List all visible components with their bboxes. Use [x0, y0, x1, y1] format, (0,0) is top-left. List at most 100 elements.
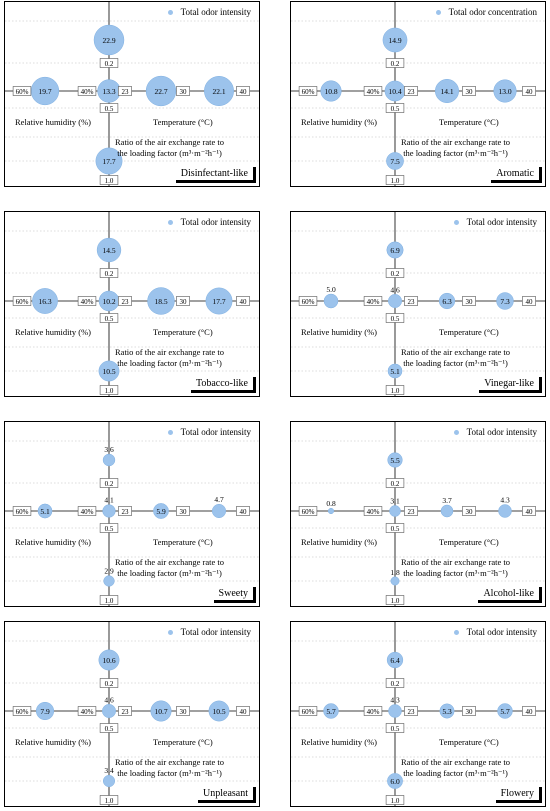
bubble-rh60 [320, 80, 342, 102]
bubble-r02 [386, 651, 404, 669]
svg-text:30: 30 [466, 708, 474, 716]
ratio-tick: 0.2 [385, 478, 405, 488]
legend-label: Total odor concentration [448, 7, 537, 17]
svg-text:60%: 60% [16, 508, 29, 516]
ratio-tick: 0.5 [385, 103, 405, 113]
svg-text:40: 40 [526, 298, 534, 306]
bubble-t40 [208, 700, 230, 722]
bubble-t30 [153, 503, 169, 519]
ratio-tick: 1.0 [385, 385, 405, 395]
bubble-value: 5.1 [390, 367, 400, 376]
bubble-t30 [147, 287, 175, 315]
bubble-value: 13.0 [498, 87, 511, 96]
svg-text:60%: 60% [16, 88, 29, 96]
temp-tick: 23 [404, 506, 418, 516]
bubble-center [102, 704, 116, 718]
temp-tick: 30 [462, 506, 476, 516]
svg-text:0.5: 0.5 [391, 725, 400, 733]
svg-text:0.5: 0.5 [391, 105, 400, 113]
temp-tick: 40 [522, 86, 536, 96]
bubble-t40 [496, 292, 514, 310]
bubble-value: 5.7 [326, 707, 336, 716]
temperature-axis-label: Temperature (°C) [153, 737, 213, 747]
svg-text:0.5: 0.5 [105, 315, 114, 323]
svg-text:30: 30 [180, 708, 188, 716]
legend: Total odor intensity [167, 427, 251, 437]
svg-text:1.0: 1.0 [391, 177, 400, 185]
temp-tick: 30 [462, 86, 476, 96]
bubble-value: 10.2 [102, 297, 115, 306]
rh-axis-label: Relative humidity (%) [301, 117, 378, 127]
bubble-value: 3.6 [104, 445, 114, 454]
svg-text:0.2: 0.2 [391, 680, 400, 688]
legend-label: Total odor intensity [466, 217, 537, 227]
bubble-r02 [382, 27, 408, 53]
bubble-value: 4.1 [104, 496, 114, 505]
legend: Total odor intensity [167, 7, 251, 17]
bubble-t30 [145, 75, 177, 107]
rh-tick: 60% [298, 506, 318, 516]
bubble-value: 5.0 [326, 285, 336, 294]
svg-text:40%: 40% [367, 298, 380, 306]
svg-text:1.0: 1.0 [391, 597, 400, 605]
svg-text:30: 30 [180, 88, 188, 96]
ratio-tick: 0.5 [99, 723, 119, 733]
svg-text:60%: 60% [302, 708, 315, 716]
svg-text:1.0: 1.0 [105, 387, 114, 395]
svg-text:60%: 60% [16, 708, 29, 716]
bubble-value: 7.3 [500, 297, 510, 306]
legend: Total odor intensity [453, 217, 537, 227]
legend-label: Total odor intensity [466, 427, 537, 437]
bubble-r02 [93, 24, 125, 56]
temp-tick: 23 [118, 706, 132, 716]
ratio-tick: 0.5 [385, 313, 405, 323]
rh-axis-label: Relative humidity (%) [301, 537, 378, 547]
bubble-rh60 [327, 507, 335, 515]
ratio-tick: 0.2 [99, 58, 119, 68]
legend-dot-icon [167, 630, 173, 636]
rh-axis-label: Relative humidity (%) [301, 327, 378, 337]
bubble-r10 [386, 152, 404, 170]
rh-tick: 40% [363, 706, 383, 716]
rh-tick: 40% [363, 86, 383, 96]
svg-text:1.0: 1.0 [105, 177, 114, 185]
odor-category-title: Disinfectant-like [175, 167, 256, 183]
svg-text:23: 23 [408, 88, 416, 96]
svg-text:0.2: 0.2 [105, 270, 114, 278]
odor-category-title: Vinegar-like [479, 377, 542, 393]
legend-dot-icon [167, 10, 173, 16]
odor-category-title: Tobacco-like [190, 377, 256, 393]
svg-text:60%: 60% [302, 508, 315, 516]
temp-tick: 30 [462, 706, 476, 716]
bubble-t40 [211, 503, 227, 519]
bubble-value: 4.7 [214, 495, 224, 504]
bubble-value: 10.4 [388, 87, 401, 96]
svg-text:40%: 40% [367, 508, 380, 516]
rh-tick: 40% [77, 86, 97, 96]
bubble-r10 [387, 773, 403, 789]
rh-tick: 60% [298, 706, 318, 716]
bubble-rh60 [32, 288, 58, 314]
odor-category-title: Unpleasant [198, 787, 256, 803]
bubble-value: 13.3 [102, 87, 115, 96]
bubble-value: 17.7 [212, 297, 225, 306]
svg-text:40: 40 [240, 88, 248, 96]
svg-text:60%: 60% [302, 88, 315, 96]
temp-tick: 30 [176, 86, 190, 96]
bubble-value: 14.5 [102, 246, 115, 255]
legend-dot-icon [453, 430, 459, 436]
bubble-r02 [96, 237, 122, 263]
ratio-tick: 0.5 [385, 723, 405, 733]
bubble-r10 [390, 576, 400, 586]
bubble-r10 [387, 363, 403, 379]
bubble-r02 [387, 452, 403, 468]
temp-tick: 40 [522, 296, 536, 306]
